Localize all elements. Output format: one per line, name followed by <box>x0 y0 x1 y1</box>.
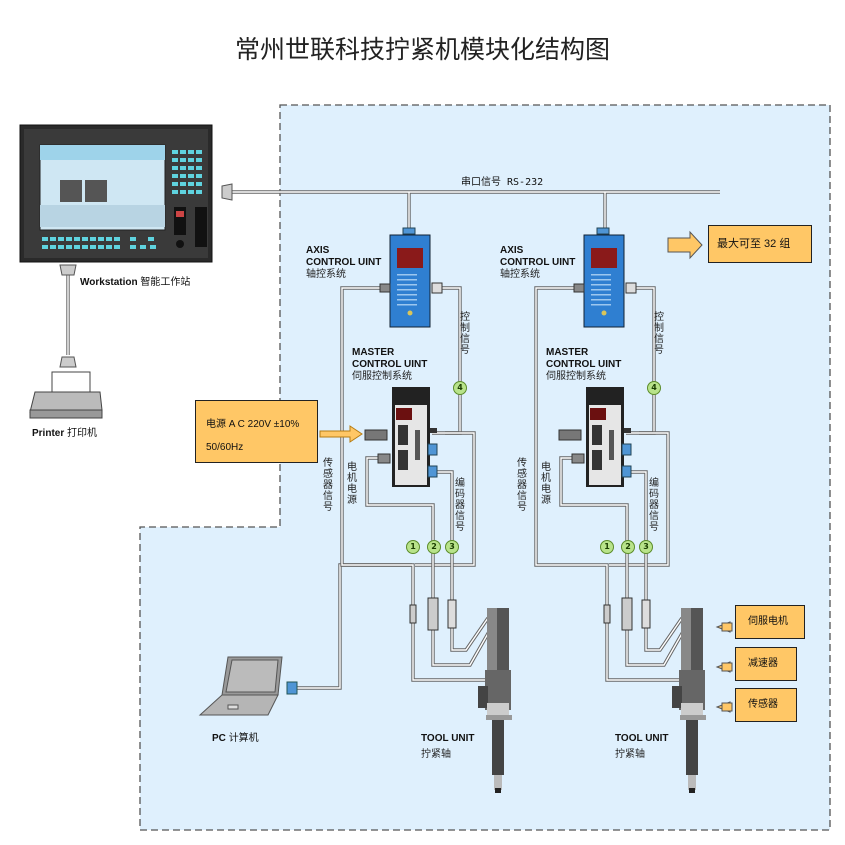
pc-label: PC 计算机 <box>212 733 259 744</box>
max-groups-arrow <box>667 230 703 260</box>
cable-badge-1: 1 <box>406 540 420 554</box>
cable-badge-1: 1 <box>600 540 614 554</box>
motor-power-label: 电机电源 <box>347 462 357 506</box>
printer-device <box>29 371 103 419</box>
control-group-2 <box>534 227 706 793</box>
power-plug-icon <box>558 429 582 441</box>
power-spec: 电源 A C 220V ±10% <box>206 419 300 430</box>
power-plug-icon <box>364 429 388 441</box>
system-boundary <box>139 104 831 831</box>
motor-power-label: 电机电源 <box>541 462 551 506</box>
printer-label: Printer 打印机 <box>32 428 98 439</box>
spindle <box>492 720 504 775</box>
laptop-device <box>198 656 283 716</box>
axis-connector-icon <box>402 227 416 235</box>
cable-badge-4: 4 <box>647 381 661 395</box>
rs232-bus-label: 串口信号 RS-232 <box>461 177 544 188</box>
axis-display <box>397 248 423 268</box>
power-frequency: 50/60Hz <box>206 442 244 453</box>
cable-badge-2: 2 <box>427 540 441 554</box>
cable-badge-3: 3 <box>639 540 653 554</box>
sensor-signal-label: 传感器信号 <box>323 458 333 513</box>
encoder-signal-label: 编码器信号 <box>455 478 465 533</box>
sensor-body <box>478 686 488 708</box>
power-arrow <box>319 425 363 443</box>
tool-part-sensor: 传感器 <box>735 688 797 722</box>
serial-connector-icon <box>59 183 233 368</box>
usb-connector-icon <box>286 681 298 695</box>
cable-badge-4: 4 <box>453 381 467 395</box>
tool-part-servo-motor: 伺服电机 <box>735 605 805 639</box>
sensor-signal-label: 传感器信号 <box>517 458 527 513</box>
workstation-device <box>19 124 213 263</box>
max-groups-callout: 最大可至 32 组 <box>708 225 812 263</box>
axis-display <box>591 248 617 268</box>
sensor-body <box>672 686 682 708</box>
cable-badge-2: 2 <box>621 540 635 554</box>
axis-connector-icon <box>596 227 610 235</box>
cable-badge-3: 3 <box>445 540 459 554</box>
control-signal-label: 控制信号 <box>654 312 664 356</box>
diagram-title: 常州世联科技拧紧机模块化结构图 <box>234 35 610 64</box>
tool-part-arrows <box>715 621 733 713</box>
tool-part-reducer: 减速器 <box>735 647 797 681</box>
control-signal-label: 控制信号 <box>460 312 470 356</box>
encoder-signal-label: 编码器信号 <box>649 478 659 533</box>
spindle <box>686 720 698 775</box>
workstation-label: Workstation 智能工作站 <box>80 277 191 288</box>
power-callout: 电源 A C 220V ±10% 50/60Hz <box>195 400 318 463</box>
